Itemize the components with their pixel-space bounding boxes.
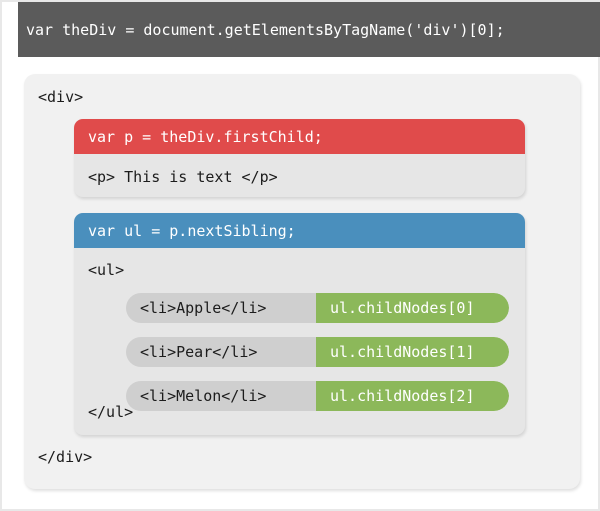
div-open-tag: <div>: [38, 88, 84, 106]
div-container-card: <div> var p = theDiv.firstChild; <p> Thi…: [24, 74, 580, 489]
p-block-header-text: var p = theDiv.firstChild;: [88, 127, 323, 146]
p-element-markup: <p> This is text </p>: [88, 168, 278, 186]
div-close-tag: </div>: [38, 448, 93, 466]
ul-block-header: var ul = p.nextSibling;: [74, 213, 525, 248]
top-code-text: var theDiv = document.getElementsByTagNa…: [26, 20, 505, 39]
li-rows-list: <li>Apple</li> ul.childNodes[0] <li>Pear…: [126, 293, 509, 411]
li-childnode-label: ul.childNodes[1]: [316, 337, 509, 367]
list-item: <li>Pear</li> ul.childNodes[1]: [126, 337, 509, 367]
list-item: <li>Melon</li> ul.childNodes[2]: [126, 381, 509, 411]
ul-block: var ul = p.nextSibling; <ul> <li>Apple</…: [74, 213, 525, 435]
p-block: var p = theDiv.firstChild; <p> This is t…: [74, 119, 525, 197]
li-markup: <li>Melon</li>: [126, 381, 316, 411]
li-markup: <li>Apple</li>: [126, 293, 316, 323]
p-block-header: var p = theDiv.firstChild;: [74, 119, 525, 154]
li-markup: <li>Pear</li>: [126, 337, 316, 367]
li-childnode-label: ul.childNodes[0]: [316, 293, 509, 323]
ul-block-header-text: var ul = p.nextSibling;: [88, 221, 296, 240]
ul-open-tag: <ul>: [88, 261, 125, 279]
li-childnode-label: ul.childNodes[2]: [316, 381, 509, 411]
ul-close-tag: </ul>: [88, 403, 134, 421]
list-item: <li>Apple</li> ul.childNodes[0]: [126, 293, 509, 323]
top-code-bar: var theDiv = document.getElementsByTagNa…: [18, 2, 600, 57]
